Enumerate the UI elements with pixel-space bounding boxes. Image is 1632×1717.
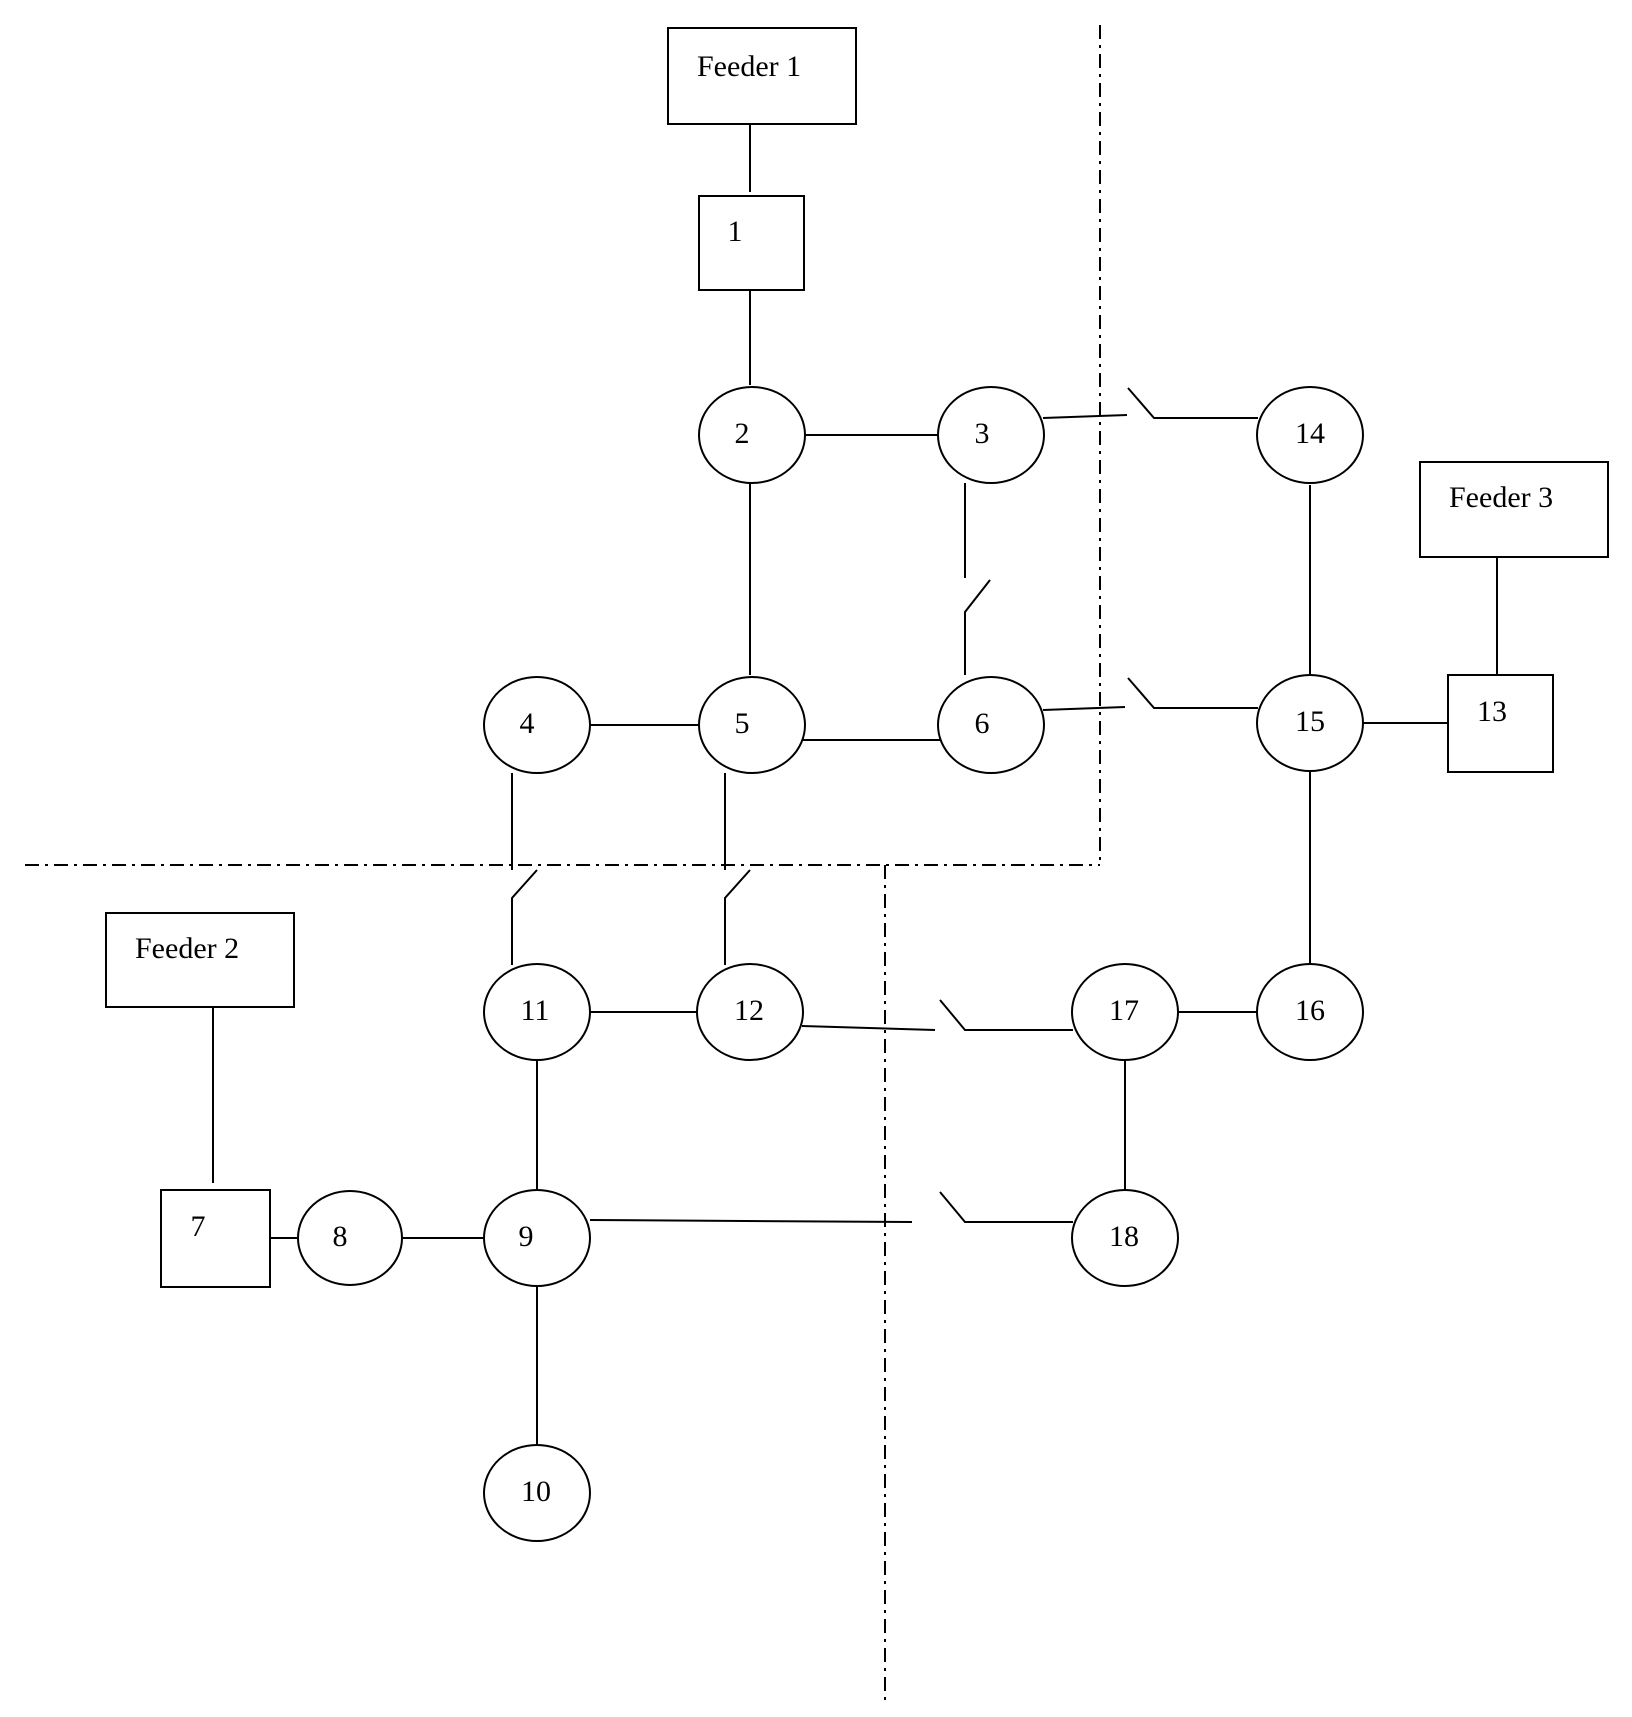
node-3-circle: 3 [937,386,1045,484]
node-7-square: 7 [160,1189,271,1288]
tie-line-3-14-left [1042,414,1128,419]
node-14-label: 14 [1295,417,1325,450]
node-12-label: 12 [734,994,764,1027]
open-switch-9-18 [939,1191,1073,1223]
node-10-label: 10 [521,1475,551,1508]
node-5-circle: 5 [698,676,806,774]
node-4-label: 4 [520,707,535,740]
zone-boundaries [25,25,1101,1700]
closed-lines [212,125,1498,1448]
open-switch-3-14 [1127,387,1258,419]
tie-line-9-18-left [589,1219,913,1223]
node-17-circle: 17 [1071,963,1179,1061]
node-9-label: 9 [519,1220,534,1253]
node-8-circle: 8 [297,1190,403,1286]
node-8-label: 8 [333,1220,348,1253]
node-10-circle: 10 [483,1444,591,1542]
tie-line-6-15-left [1042,706,1126,711]
node-9-circle: 9 [483,1189,591,1287]
node-16-circle: 16 [1256,963,1364,1061]
feeder-1-label: Feeder 1 [697,50,801,83]
node-12-circle: 12 [696,963,804,1061]
node-17-label: 17 [1109,994,1139,1027]
node-13-square: 13 [1447,674,1554,773]
node-2-circle: 2 [698,386,806,484]
node-5-label: 5 [735,707,750,740]
node-7-label: 7 [191,1210,206,1243]
node-1-square: 1 [698,195,805,291]
node-4-circle: 4 [483,676,591,774]
feeder-2-box: Feeder 2 [105,912,295,1008]
feeder-2-label: Feeder 2 [135,932,239,965]
node-11-label: 11 [521,994,550,1027]
node-15-circle: 15 [1256,674,1364,772]
node-13-label: 13 [1477,695,1507,728]
feeder-1-box: Feeder 1 [667,27,857,125]
node-16-label: 16 [1295,994,1325,1027]
open-switch-3-6 [964,579,991,675]
node-15-label: 15 [1295,705,1325,738]
node-6-circle: 6 [937,676,1045,774]
node-18-circle: 18 [1071,1189,1179,1287]
tie-line-12-17-left [801,1025,936,1031]
node-14-circle: 14 [1256,386,1364,484]
open-switch-5-12 [724,869,751,965]
open-switch-12-17 [939,999,1073,1031]
open-switch-6-15 [1127,677,1258,709]
node-3-label: 3 [975,417,990,450]
feeder-3-label: Feeder 3 [1449,481,1553,514]
node-2-label: 2 [735,417,750,450]
tie-switches [511,387,1258,1223]
open-switch-4-11 [511,869,538,965]
feeder-3-box: Feeder 3 [1419,461,1609,558]
node-1-label: 1 [728,215,743,248]
node-11-circle: 11 [483,963,591,1061]
node-18-label: 18 [1109,1220,1139,1253]
node-6-label: 6 [975,707,990,740]
